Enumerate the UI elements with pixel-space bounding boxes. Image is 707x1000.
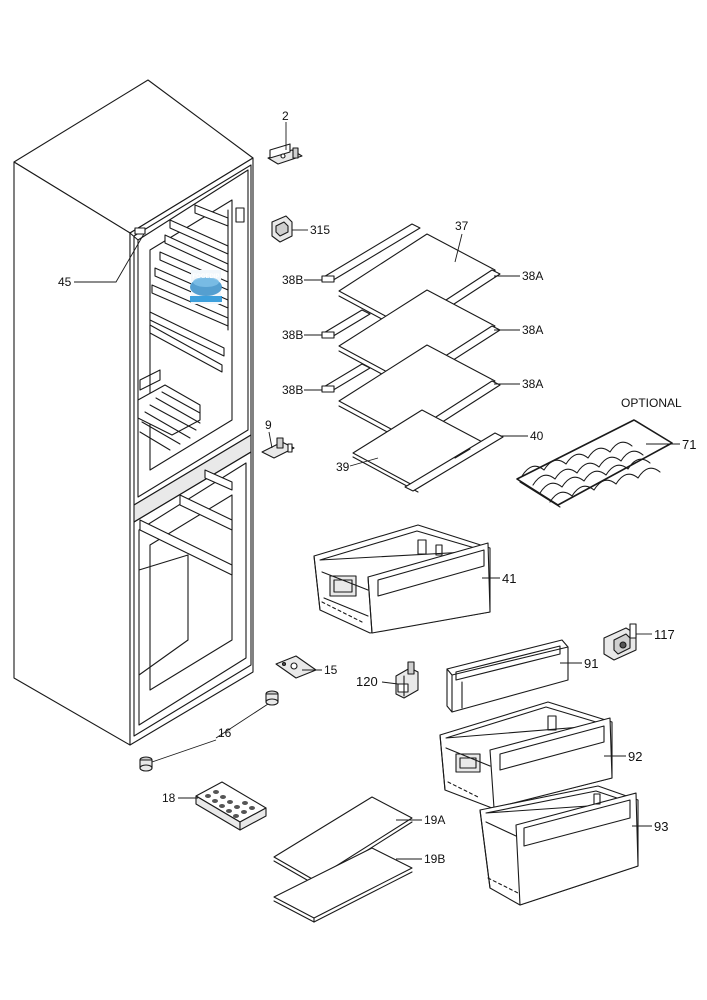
callout-optional: OPTIONAL	[621, 396, 682, 410]
callout-117: 117	[654, 627, 675, 642]
callout-92: 92	[628, 749, 642, 764]
watermark-text: FOGEDIP	[192, 274, 219, 280]
shelf-trim-38B-1: 38B	[282, 223, 421, 287]
callout-19B: 19B	[424, 852, 445, 866]
callout-38A-3: 38A	[522, 377, 543, 391]
callout-18: 18	[162, 791, 176, 805]
freezer-drawer-93: 93	[479, 785, 668, 906]
shelf-trim-40: 40	[404, 429, 544, 492]
glass-plate-19B: 19B	[273, 847, 445, 923]
callout-19A: 19A	[424, 813, 445, 827]
callout-40: 40	[530, 429, 544, 443]
part-9-bracket: 9	[261, 418, 295, 459]
part-16-leveling-feet: 16	[139, 690, 279, 772]
part-2-top-hinge: 2	[267, 109, 303, 165]
shelf-trim-38B-2: 38B	[282, 309, 371, 342]
callout-9: 9	[265, 418, 272, 432]
part-315-lamp-housing: 315	[271, 215, 330, 243]
callout-41: 41	[502, 571, 516, 586]
ice-tray-cells	[205, 790, 255, 818]
callout-93: 93	[654, 819, 668, 834]
callout-38A-1: 38A	[522, 269, 543, 283]
callout-38B-2: 38B	[282, 328, 303, 342]
callout-38B-1: 38B	[282, 273, 303, 287]
callout-16: 16	[218, 726, 232, 740]
callout-91: 91	[584, 656, 598, 671]
freezer-drawer-92: 92	[439, 701, 642, 809]
watermark-logo: FOGEDIP	[190, 270, 222, 304]
callout-45: 45	[58, 275, 72, 289]
callout-71: 71	[682, 437, 696, 452]
cabinet	[13, 79, 254, 746]
part-117-hinge: 117	[603, 623, 675, 661]
callout-315: 315	[310, 223, 330, 237]
part-120-bracket: 120	[356, 661, 419, 699]
callout-15: 15	[324, 663, 338, 677]
crisper-drawer-41: 41	[313, 524, 516, 634]
part-15-hinge-bottom: 15	[275, 655, 338, 679]
callout-38A-2: 38A	[522, 323, 543, 337]
callout-120: 120	[356, 674, 378, 689]
shelf-trim-38B-3: 38B	[282, 363, 371, 397]
part-45-cabinet-label: 45	[58, 227, 146, 289]
wine-rack-71: OPTIONAL 71	[516, 396, 696, 508]
callout-2: 2	[282, 109, 289, 123]
callout-37: 37	[455, 219, 469, 233]
drawer-front-91: 91	[446, 639, 598, 713]
callout-39: 39	[336, 460, 350, 474]
part-18-ice-tray: 18	[162, 781, 267, 831]
callout-38B-3: 38B	[282, 383, 303, 397]
